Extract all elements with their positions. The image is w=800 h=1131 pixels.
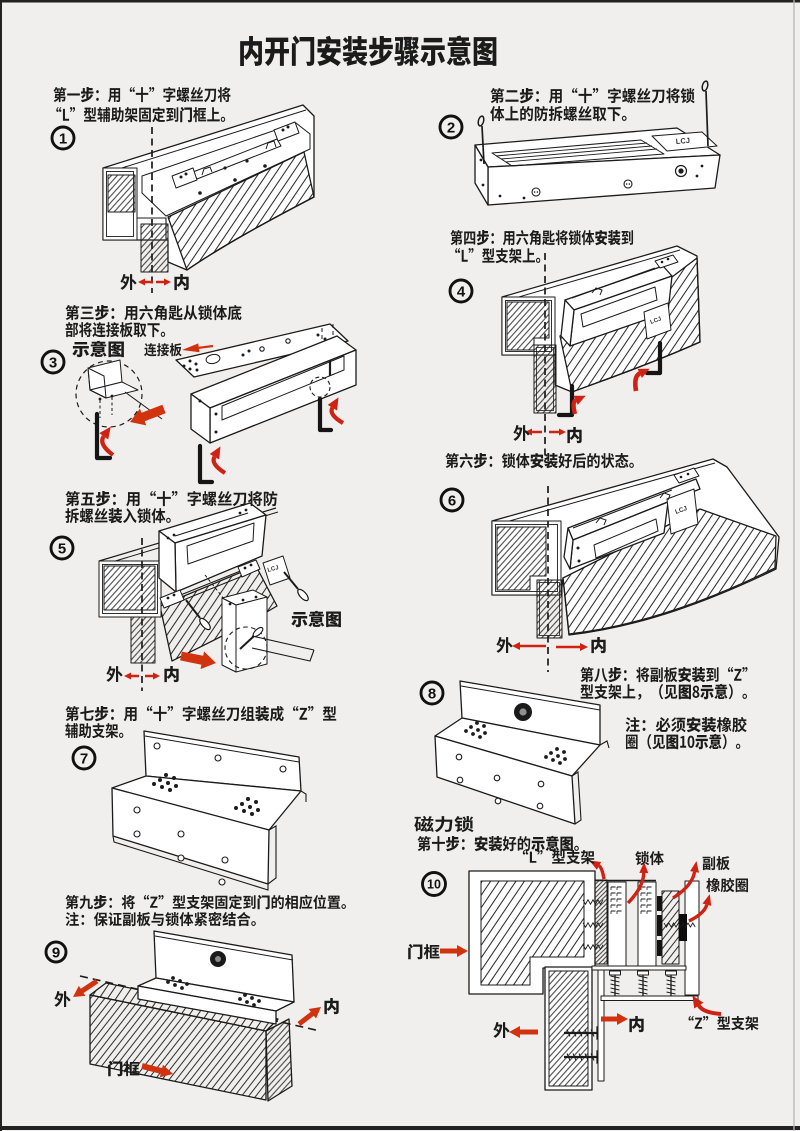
svg-text:LCJ: LCJ (675, 136, 690, 146)
svg-text:1: 1 (59, 130, 67, 147)
svg-text:LCJ: LCJ (267, 565, 280, 574)
svg-text:2: 2 (447, 119, 455, 136)
svg-text:10: 10 (427, 878, 441, 892)
svg-text:LCJ: LCJ (674, 505, 688, 516)
svg-text:5: 5 (58, 540, 66, 557)
svg-text:8: 8 (428, 685, 436, 702)
svg-text:6: 6 (448, 492, 456, 509)
svg-text:9: 9 (52, 944, 60, 961)
svg-text:7: 7 (80, 750, 88, 767)
svg-text:3: 3 (49, 354, 57, 371)
svg-text:4: 4 (457, 283, 466, 300)
svg-text:LCJ: LCJ (650, 316, 663, 326)
